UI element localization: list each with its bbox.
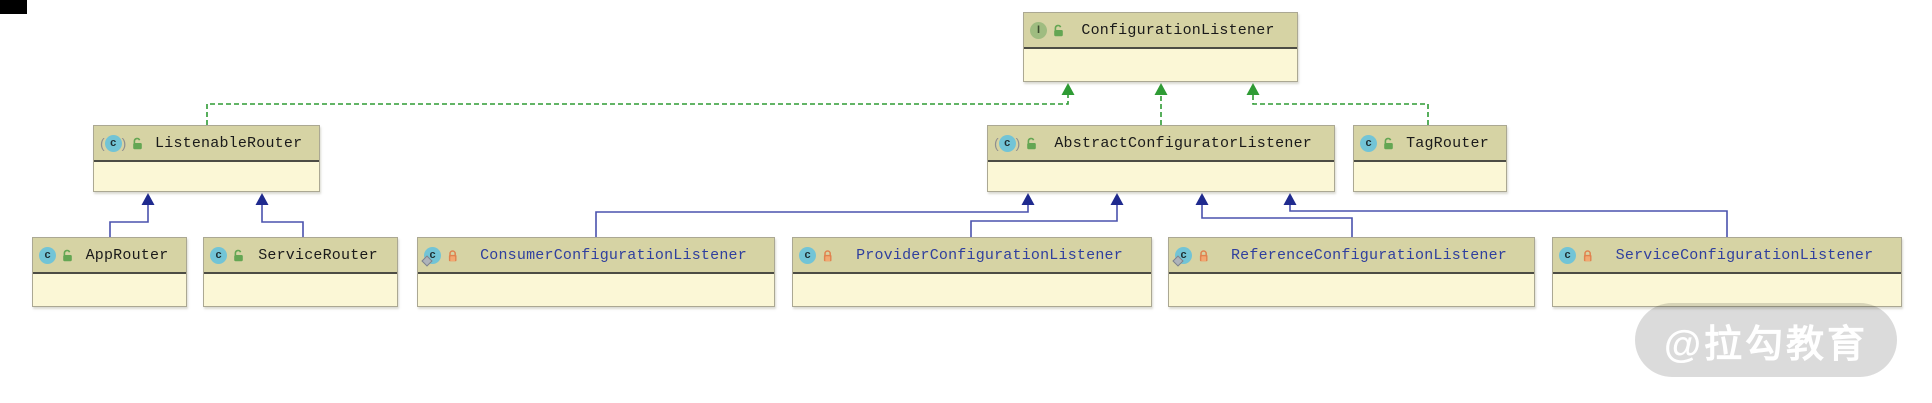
- lock-closed-icon: [821, 249, 834, 262]
- abstract-marker: ): [1015, 134, 1021, 151]
- class-name: ReferenceConfigurationListener: [1230, 246, 1508, 264]
- edge-extends-ConsumerConfigurationListener: [595, 205, 1029, 237]
- class-name: ConfigurationListener: [1081, 21, 1275, 39]
- class-icon: c: [1559, 246, 1576, 264]
- class-node-ConfigurationListener[interactable]: I ConfigurationListener: [1023, 12, 1298, 82]
- edge-extends-ServiceRouter: [261, 205, 304, 237]
- class-name: ServiceConfigurationListener: [1615, 246, 1874, 264]
- class-node-TagRouter[interactable]: c TagRouter: [1353, 125, 1507, 192]
- inheritance-arrowhead: [1283, 193, 1297, 205]
- corner-artifact-bar: [0, 0, 27, 14]
- edge-implements-ListenableRouter: [206, 95, 1069, 125]
- inheritance-arrowhead: [1195, 193, 1209, 205]
- lock-closed-icon: [446, 249, 459, 262]
- class-name: TagRouter: [1406, 134, 1489, 152]
- class-header: (c) AbstractConfiguratorListener: [988, 126, 1334, 162]
- class-header: c ConsumerConfigurationListener: [418, 238, 774, 274]
- class-header: (c) ListenableRouter: [94, 126, 319, 162]
- class-icon: c: [1360, 134, 1377, 152]
- class-icon: (c): [100, 134, 127, 152]
- class-header: c AppRouter: [33, 238, 186, 274]
- class-node-ProviderConfigurationListener[interactable]: c ProviderConfigurationListener: [792, 237, 1152, 307]
- edge-extends-ReferenceConfigurationListener: [1201, 205, 1353, 237]
- abstract-marker: ): [121, 134, 127, 151]
- class-node-AppRouter[interactable]: c AppRouter: [32, 237, 187, 307]
- abstract-marker: (: [100, 134, 105, 151]
- inheritance-arrowhead: [1021, 193, 1035, 205]
- lock-closed-icon: [1581, 249, 1594, 262]
- class-name: AppRouter: [85, 246, 169, 264]
- class-header: c ServiceRouter: [204, 238, 397, 274]
- class-name: ServiceRouter: [258, 246, 378, 264]
- inheritance-arrowhead: [255, 193, 269, 205]
- class-icon: c: [421, 246, 441, 267]
- class-node-ReferenceConfigurationListener[interactable]: c ReferenceConfigurationListener: [1168, 237, 1535, 307]
- class-icon: c: [799, 246, 816, 264]
- edge-extends-ServiceConfigurationListener: [1289, 205, 1728, 237]
- class-name: ProviderConfigurationListener: [856, 246, 1123, 264]
- class-header: c ReferenceConfigurationListener: [1169, 238, 1534, 274]
- inheritance-arrowhead: [1154, 83, 1168, 95]
- class-node-ServiceRouter[interactable]: c ServiceRouter: [203, 237, 398, 307]
- interface-icon: I: [1030, 21, 1047, 39]
- class-header: I ConfigurationListener: [1024, 13, 1297, 49]
- class-name: ConsumerConfigurationListener: [480, 246, 747, 264]
- inheritance-arrowhead: [141, 193, 155, 205]
- class-icon: (c): [994, 134, 1021, 152]
- lock-open-icon: [131, 137, 144, 150]
- class-name: AbstractConfiguratorListener: [1054, 134, 1312, 152]
- lock-open-icon: [1382, 137, 1395, 150]
- edge-implements-TagRouter: [1252, 95, 1429, 125]
- class-icon: c: [210, 246, 227, 264]
- inheritance-arrowhead: [1110, 193, 1124, 205]
- class-header: c TagRouter: [1354, 126, 1506, 162]
- watermark: @拉勾教育: [1635, 303, 1897, 377]
- class-node-ServiceConfigurationListener[interactable]: c ServiceConfigurationListener: [1552, 237, 1902, 307]
- class-header: c ServiceConfigurationListener: [1553, 238, 1901, 274]
- class-node-ConsumerConfigurationListener[interactable]: c ConsumerConfigurationListener: [417, 237, 775, 307]
- class-icon: c: [1172, 246, 1192, 267]
- lock-open-icon: [232, 249, 245, 262]
- abstract-marker: (: [994, 134, 999, 151]
- lock-open-icon: [1025, 137, 1038, 150]
- lock-closed-icon: [1197, 249, 1210, 262]
- class-icon: c: [39, 246, 56, 264]
- edge-extends-AppRouter: [109, 205, 149, 237]
- lock-open-icon: [61, 249, 74, 262]
- class-node-AbstractConfiguratorListener[interactable]: (c) AbstractConfiguratorListener: [987, 125, 1335, 192]
- inheritance-arrowhead: [1246, 83, 1260, 95]
- lock-open-icon: [1052, 24, 1065, 37]
- edge-extends-ProviderConfigurationListener: [970, 205, 1118, 237]
- class-header: c ProviderConfigurationListener: [793, 238, 1151, 274]
- inheritance-arrowhead: [1061, 83, 1075, 95]
- class-node-ListenableRouter[interactable]: (c) ListenableRouter: [93, 125, 320, 192]
- class-name: ListenableRouter: [155, 134, 303, 152]
